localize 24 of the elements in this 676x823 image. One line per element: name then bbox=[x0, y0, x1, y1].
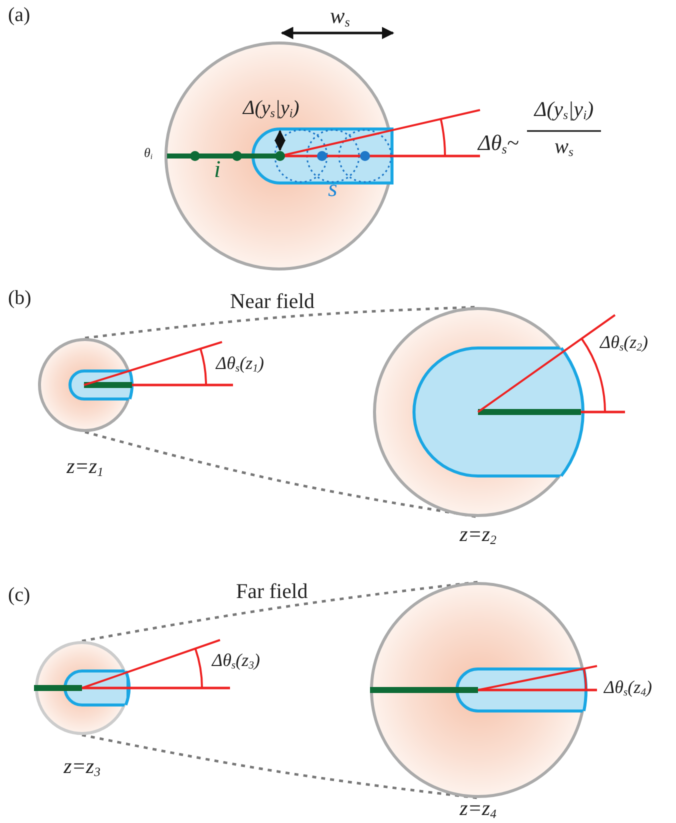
plane-label: z=z$_{1}$ bbox=[66, 455, 104, 480]
segment-label: s bbox=[328, 176, 338, 202]
panel-label: (b) bbox=[8, 287, 32, 309]
regime-title: Far field bbox=[236, 580, 308, 604]
regime-title: Near field bbox=[230, 290, 315, 314]
width-label: w$_{s}$ bbox=[330, 4, 350, 30]
plane-label: z=z$_{4}$ bbox=[460, 797, 496, 822]
plane-label: z=z$_{2}$ bbox=[460, 523, 496, 548]
fraction-denominator: w$_{s}$ bbox=[554, 135, 574, 160]
panel-label: (a) bbox=[8, 4, 30, 26]
offset-label: Δ(y$_{s}$|y$_{i}$) bbox=[243, 97, 300, 120]
plane-label: z=z$_{3}$ bbox=[64, 755, 100, 780]
projection-line bbox=[82, 580, 478, 642]
angle-label: Δθ$_{s}$(z$_{1}$) bbox=[216, 354, 264, 376]
projection-line bbox=[82, 734, 478, 800]
angle-label: Δθ$_{s}$(z$_{2}$) bbox=[600, 333, 648, 355]
projection-line bbox=[84, 430, 478, 518]
fraction-numerator: Δ(y$_{s}$|y$_{i}$) bbox=[534, 98, 594, 123]
angle-label: Δθ$_{s}$(z$_{4}$) bbox=[604, 678, 652, 700]
formula-text: Δθ$_{s}$~ bbox=[478, 131, 519, 157]
panel-label: (c) bbox=[8, 584, 30, 606]
segment-label: i bbox=[214, 157, 221, 184]
angle-label: Δθ$_{s}$(z$_{3}$) bbox=[212, 651, 260, 673]
angle-label: θ$_{i}$ bbox=[144, 146, 153, 162]
